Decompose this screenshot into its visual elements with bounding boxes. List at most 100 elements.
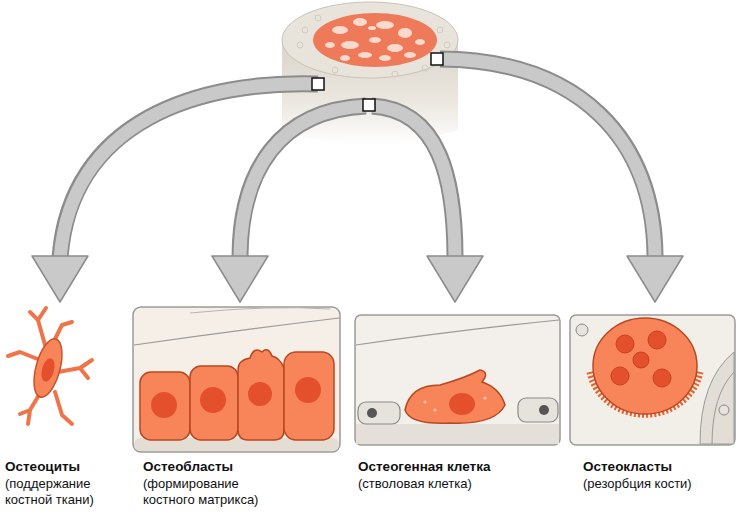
osteogenic-panel bbox=[355, 315, 560, 445]
curved-arrow bbox=[32, 256, 683, 302]
curved-arrow bbox=[60, 84, 318, 260]
cell-function: (формирование костного матрикса) bbox=[143, 476, 293, 510]
osteoclast-panel bbox=[653, 369, 671, 387]
curved-arrow bbox=[427, 256, 483, 302]
cell-caption: Остеокласты(резорбция кости) bbox=[583, 458, 733, 492]
bone-section bbox=[340, 55, 350, 61]
osteogenic-panel bbox=[424, 401, 427, 404]
bone-section bbox=[392, 71, 398, 77]
bone-section bbox=[297, 42, 303, 48]
osteoclast-panel bbox=[576, 324, 588, 336]
osteoblast-panel bbox=[200, 387, 226, 413]
curved-arrow bbox=[440, 59, 655, 260]
osteoclast-panel bbox=[616, 335, 634, 353]
osteogenic-panel bbox=[358, 402, 400, 424]
osteogenic-panel bbox=[356, 320, 559, 345]
osteogenic-panel bbox=[484, 397, 487, 400]
bone-section bbox=[341, 41, 359, 49]
bone-section bbox=[376, 21, 394, 29]
curved-arrow bbox=[372, 106, 455, 260]
osteoblast-panel bbox=[151, 392, 177, 418]
osteogenic-panel bbox=[449, 393, 475, 415]
bone-section bbox=[387, 44, 403, 52]
osteoclast-panel bbox=[719, 405, 729, 415]
osteocyte-cell bbox=[58, 360, 92, 378]
osteoclast-panel bbox=[570, 315, 735, 445]
osteoblast-panel bbox=[190, 308, 330, 313]
curved-arrow bbox=[60, 84, 318, 258]
osteocyte-cell bbox=[8, 308, 92, 424]
bone-section bbox=[444, 42, 450, 48]
bone-section bbox=[415, 39, 425, 45]
osteoclast-panel bbox=[712, 372, 734, 444]
curved-arrow bbox=[440, 59, 655, 258]
osteoblast-panel bbox=[133, 307, 340, 452]
osteoblast-panel bbox=[248, 382, 272, 406]
osteoblast-panel bbox=[133, 307, 340, 452]
bone-section bbox=[358, 52, 372, 58]
bone-section bbox=[325, 18, 425, 61]
cell-function: (поддержание костной ткани) bbox=[5, 476, 130, 510]
osteocyte-cell bbox=[8, 308, 92, 424]
bone-section bbox=[368, 26, 376, 30]
cell-caption: Остеогенная клетка(стволовая клетка) bbox=[358, 458, 548, 492]
curved-arrow bbox=[627, 256, 683, 302]
bone-section bbox=[353, 18, 367, 26]
osteoblast-panel bbox=[190, 366, 238, 440]
curved-arrow bbox=[240, 106, 366, 260]
osteoblast-panel bbox=[151, 377, 321, 418]
osteocyte-cell bbox=[30, 308, 46, 345]
bone-section bbox=[369, 37, 381, 43]
osteoclast-panel bbox=[611, 367, 629, 385]
osteocyte-cell bbox=[39, 357, 57, 383]
sample-square bbox=[312, 78, 324, 90]
sample-square bbox=[312, 53, 443, 111]
osteogenic-panel bbox=[539, 405, 549, 415]
cell-function: (резорбция кости) bbox=[583, 476, 733, 493]
sample-square bbox=[363, 99, 375, 111]
osteoblast-panel bbox=[284, 352, 334, 440]
bone-section bbox=[437, 27, 443, 33]
bone-section bbox=[282, 2, 458, 78]
cell-name: Остеобласты bbox=[143, 458, 293, 476]
curved-arrow bbox=[212, 256, 268, 302]
bone-section bbox=[332, 67, 338, 73]
cell-function: (стволовая клетка) bbox=[358, 476, 548, 493]
cell-name: Остеокласты bbox=[583, 458, 733, 476]
osteogenic-panel bbox=[356, 424, 559, 444]
bone-section bbox=[398, 28, 412, 38]
osteoclast-panel bbox=[593, 318, 697, 414]
curved-arrow bbox=[32, 59, 683, 302]
osteogenic-panel bbox=[424, 397, 487, 412]
osteoclast-panel bbox=[648, 331, 666, 349]
bone-section bbox=[404, 52, 416, 58]
osteoblast-panel bbox=[295, 377, 321, 403]
osteoblast-panel bbox=[238, 350, 284, 440]
curved-arrow bbox=[60, 59, 655, 260]
cell-caption: Остеоциты(поддержание костной ткани) bbox=[5, 458, 130, 509]
osteogenic-panel bbox=[355, 315, 560, 445]
osteoblast-panel bbox=[140, 350, 334, 440]
osteocyte-cell bbox=[55, 392, 72, 424]
osteogenic-panel bbox=[405, 370, 505, 423]
osteoclast-panel bbox=[570, 315, 735, 445]
cell-name: Остеоциты bbox=[5, 458, 130, 476]
cell-name: Остеогенная клетка bbox=[358, 458, 548, 476]
bone-section bbox=[302, 27, 308, 33]
osteogenic-panel bbox=[367, 408, 377, 418]
osteoclast-panel bbox=[700, 352, 734, 444]
osteogenic-panel bbox=[518, 398, 558, 422]
bone-section bbox=[315, 15, 321, 21]
cell-caption: Остеобласты(формирование костного матрик… bbox=[143, 458, 293, 509]
bone-section bbox=[379, 55, 391, 61]
bone-section bbox=[332, 26, 348, 34]
osteocyte-cell bbox=[8, 352, 40, 360]
curved-arrow bbox=[32, 256, 88, 302]
osteoblast-panel bbox=[140, 372, 190, 440]
osteocyte-cell bbox=[29, 336, 68, 400]
sample-square bbox=[431, 53, 443, 65]
osteoclast-panel bbox=[611, 331, 671, 387]
